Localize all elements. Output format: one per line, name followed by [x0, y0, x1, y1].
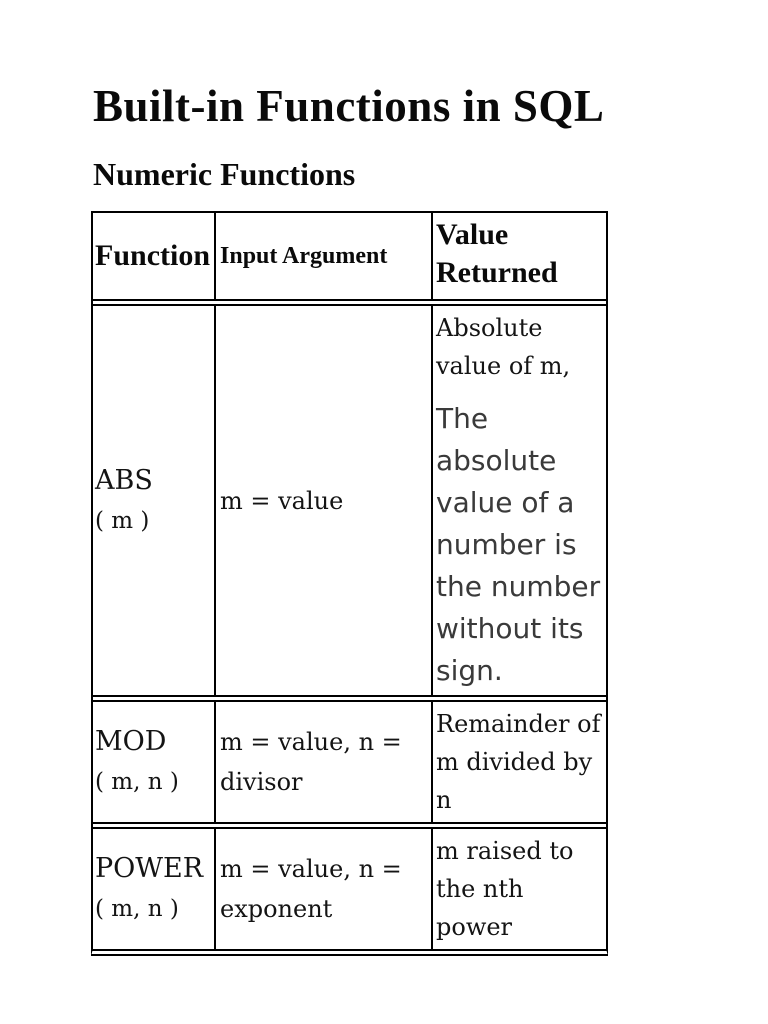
function-cell: MOD ( m, n ): [93, 702, 214, 822]
function-name: ABS: [95, 464, 153, 496]
value-returned: Remainder of m divided by n: [436, 710, 601, 814]
value-returned-note: The absolute value of a number is the nu…: [436, 402, 601, 687]
function-name: POWER: [95, 853, 204, 884]
function-cell: ABS ( m ): [93, 306, 214, 695]
input-argument-cell: m = value, n = exponent: [214, 829, 431, 949]
value-returned-cell: Remainder of m divided by n: [431, 702, 606, 822]
header-label: Function: [95, 239, 211, 272]
section-heading: Numeric Functions: [93, 156, 356, 192]
header-cell-input-argument: Input Argument: [214, 213, 431, 299]
function-args: ( m, n ): [95, 896, 179, 922]
value-returned: m raised to the nth power: [436, 837, 574, 941]
value-returned-cell: Absolute value of m, The absolute value …: [431, 306, 606, 695]
input-argument: m = value, n = exponent: [220, 855, 402, 923]
function-args: ( m ): [95, 507, 150, 534]
table-row-abs: ABS ( m ) m = value Absolute value of m,…: [93, 299, 606, 695]
input-argument-cell: m = value: [214, 306, 431, 695]
table-row-power: POWER ( m, n ) m = value, n = exponent m…: [93, 822, 606, 949]
numeric-functions-table: Function Input Argument Value Returned A…: [91, 211, 608, 956]
value-returned: Absolute value of m,: [436, 314, 571, 380]
function-cell: POWER ( m, n ): [93, 829, 214, 949]
header-label: Input Argument: [220, 243, 388, 269]
input-argument: m = value: [220, 486, 344, 515]
function-name: MOD: [95, 726, 167, 757]
function-args: ( m, n ): [95, 769, 179, 795]
value-returned-cell: m raised to the nth power: [431, 829, 606, 949]
input-argument-cell: m = value, n = divisor: [214, 702, 431, 822]
input-argument: m = value, n = divisor: [220, 728, 402, 796]
table-header-row: Function Input Argument Value Returned: [93, 213, 606, 299]
header-cell-value-returned: Value Returned: [431, 213, 606, 299]
header-label: Value Returned: [436, 218, 558, 289]
page-title: Built-in Functions in SQL: [93, 81, 605, 131]
table-row-mod: MOD ( m, n ) m = value, n = divisor Rema…: [93, 695, 606, 822]
header-cell-function: Function: [93, 213, 214, 299]
